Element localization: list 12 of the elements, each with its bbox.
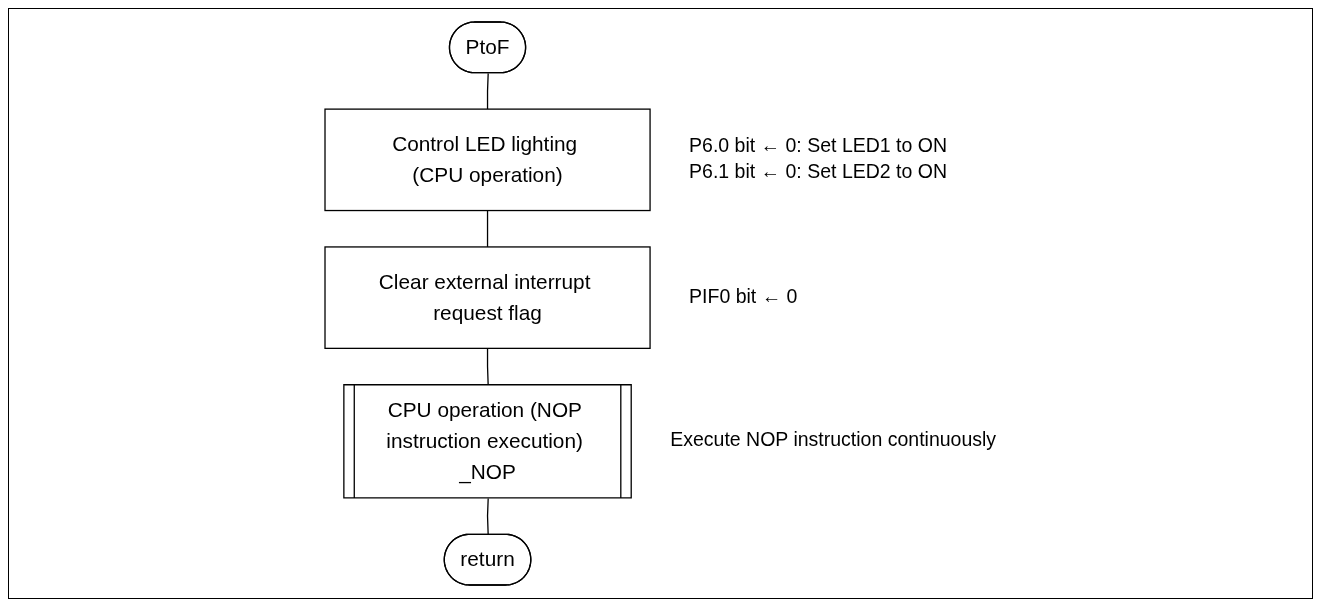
flowchart-node: Control LED lighting (CPU operation) (324, 108, 651, 212)
flowchart-node: Clear external interrupt request flag (324, 246, 651, 349)
connector-line (486, 72, 489, 110)
annotation-text: Execute NOP instruction continuously (670, 428, 997, 451)
flowchart-node: return (443, 533, 532, 586)
annotation-text: P6.0 bit ← 0: Set LED1 to ON (689, 134, 948, 156)
annotation-text: PIF0 bit ← 0 (689, 284, 798, 307)
connector-line (486, 497, 489, 536)
connector-line (486, 209, 489, 248)
flowchart-node: PtoF (448, 21, 527, 74)
flowchart-node: CPU operation (NOP instruction execution) _NOP (343, 384, 632, 499)
annotation-text: P6.1 bit ← 0: Set LED2 to ON (689, 160, 948, 182)
